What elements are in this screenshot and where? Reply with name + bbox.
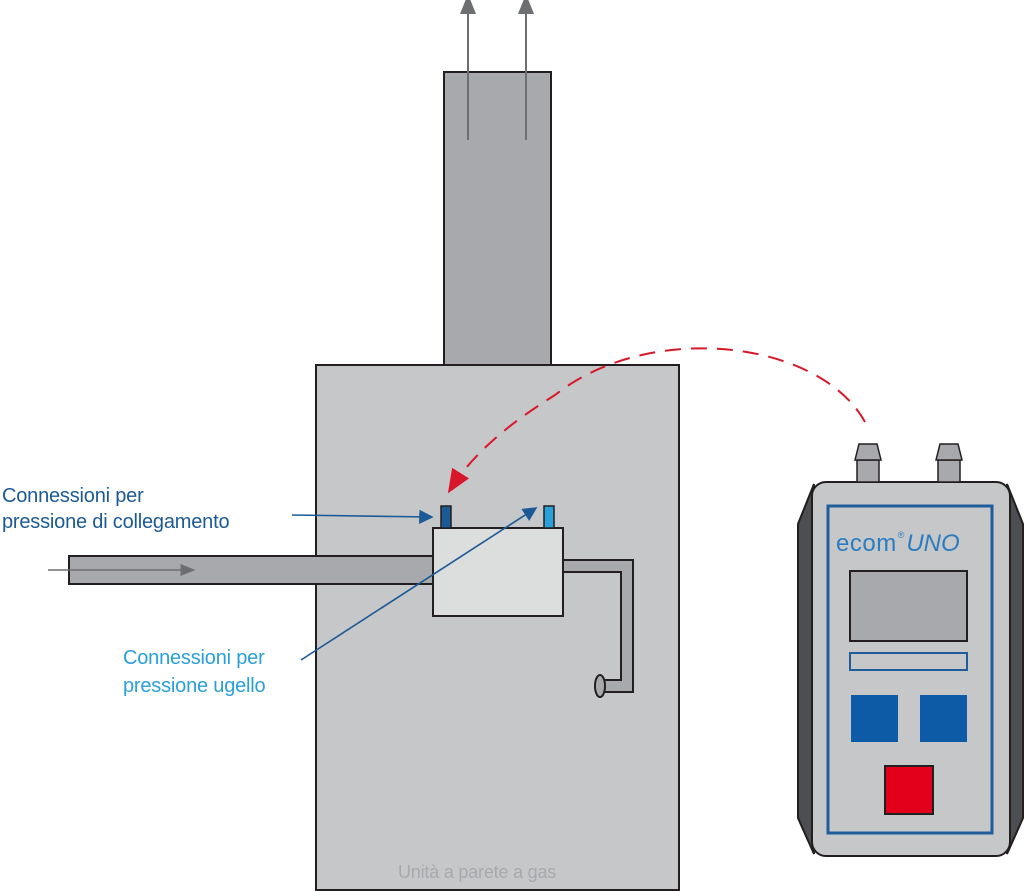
meter-button-right (920, 695, 967, 742)
pressure-meter (797, 443, 1024, 857)
flue-duct (443, 71, 552, 371)
nozzle-pressure-label-line1: Connessioni per (123, 647, 265, 669)
brand-registered-mark: ® (897, 530, 905, 540)
supply-pressure-label-line2: pressione di collegamento (2, 511, 230, 533)
meter-button-red (884, 765, 934, 815)
supply-pressure-label-line1: Connessioni per (2, 485, 144, 507)
nozzle-pressure-label-line2: pressione ugello (123, 675, 266, 697)
meter-button-left (851, 695, 898, 742)
brand-main: ecom (836, 530, 897, 557)
meter-display (849, 570, 968, 642)
meter-nozzle-left (854, 443, 882, 483)
meter-status-bar (849, 652, 968, 671)
supply-pressure-callout (291, 509, 434, 525)
unit-name-label: Unità a parete a gas (398, 862, 557, 882)
meter-nozzle-right (935, 443, 963, 483)
measurement-link (447, 347, 866, 494)
burner-nozzle (594, 674, 606, 698)
supply-pressure-port (440, 505, 452, 529)
meter-inner-frame (826, 504, 994, 835)
nozzle-pressure-port (543, 505, 555, 529)
gas-valve-block (432, 527, 564, 617)
device-brand-logo: ecom®UNO (836, 530, 960, 558)
brand-model: UNO (906, 530, 960, 557)
nozzle-pressure-callout (300, 507, 538, 661)
wall-unit-body (315, 364, 680, 891)
